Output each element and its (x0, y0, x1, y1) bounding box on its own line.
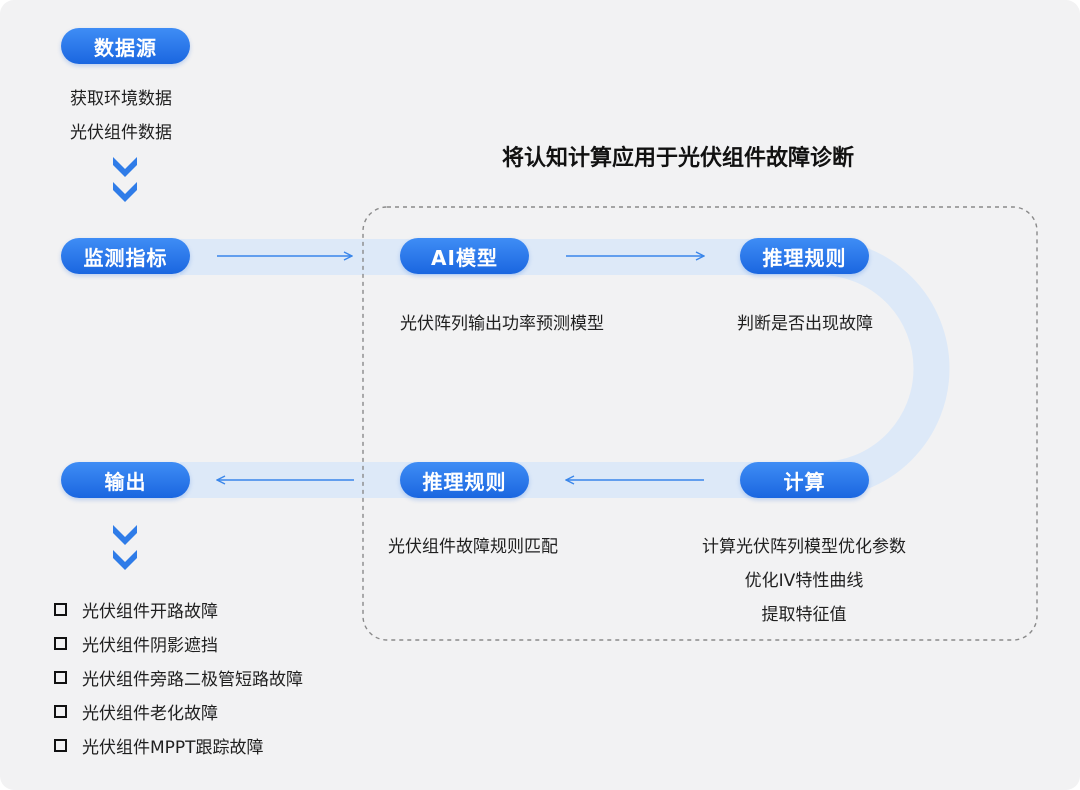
node-inference-bottom: 推理规则 (400, 462, 529, 498)
double-chevron-down-icon (113, 157, 137, 202)
flow-band (180, 239, 950, 498)
output-list-label: 光伏组件老化故障 (82, 704, 218, 724)
node-compute: 计算 (740, 462, 869, 498)
datasource-desc-line: 光伏组件数据 (70, 123, 172, 143)
inference-top-desc: 判断是否出现故障 (737, 314, 873, 334)
node-datasource: 数据源 (61, 28, 190, 64)
node-monitor: 监测指标 (61, 238, 190, 274)
output-list-label: 光伏组件阴影遮挡 (82, 636, 218, 656)
output-list-item: 光伏组件阴影遮挡 (54, 631, 218, 656)
checkbox-icon (54, 739, 67, 752)
ai-model-desc: 光伏阵列输出功率预测模型 (400, 314, 604, 334)
output-list-label: 光伏组件开路故障 (82, 602, 218, 622)
node-inference-top: 推理规则 (740, 238, 869, 274)
output-list-item: 光伏组件开路故障 (54, 597, 218, 622)
diagram-title: 将认知计算应用于光伏组件故障诊断 (502, 146, 855, 171)
compute-desc-line: 计算光伏阵列模型优化参数 (702, 537, 906, 557)
cognitive-region-border (362, 206, 1038, 641)
output-list-label: 光伏组件旁路二极管短路故障 (82, 670, 303, 690)
output-list-label: 光伏组件MPPT跟踪故障 (82, 738, 264, 758)
datasource-desc-line: 获取环境数据 (70, 89, 172, 109)
node-ai-model: AI模型 (400, 238, 529, 274)
checkbox-icon (54, 603, 67, 616)
output-list-item: 光伏组件旁路二极管短路故障 (54, 665, 303, 690)
checkbox-icon (54, 637, 67, 650)
inference-bottom-desc: 光伏组件故障规则匹配 (388, 537, 558, 557)
compute-desc-line: 优化IV特性曲线 (744, 571, 864, 591)
checkbox-icon (54, 671, 67, 684)
checkbox-icon (54, 705, 67, 718)
node-output: 输出 (61, 462, 190, 498)
double-chevron-down-icon (113, 525, 137, 570)
output-list-item: 光伏组件MPPT跟踪故障 (54, 733, 264, 758)
output-list-item: 光伏组件老化故障 (54, 699, 218, 724)
compute-desc-line: 提取特征值 (761, 605, 847, 625)
